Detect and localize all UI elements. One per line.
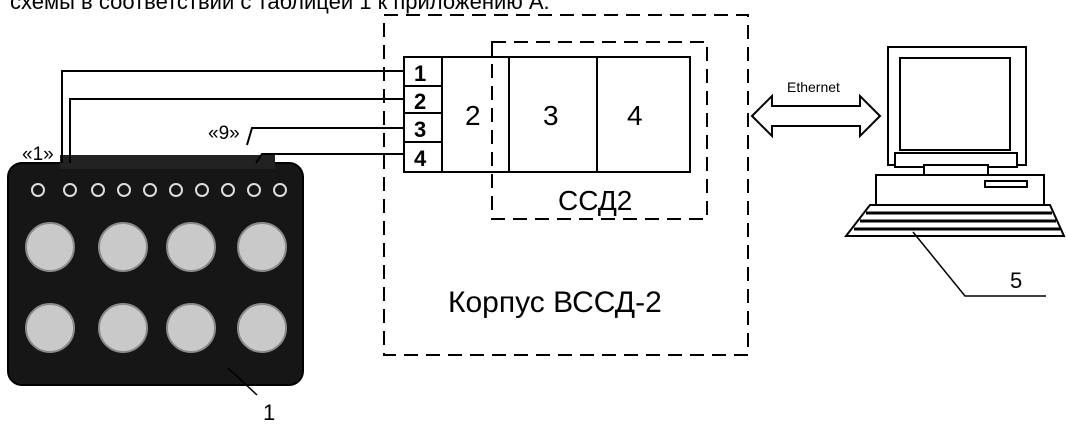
system-unit [875, 174, 1045, 206]
connector-socket [247, 183, 261, 197]
channel-first-label: «1» [22, 144, 54, 165]
wire-2 [69, 98, 404, 163]
knob [166, 222, 216, 272]
computer [843, 46, 1066, 237]
channel-last-label: «9» [208, 123, 240, 144]
wire-1 [61, 70, 404, 163]
ethernet-arrow: Ethernet [750, 79, 882, 139]
connector-socket [31, 183, 45, 197]
module-3: 3 [543, 100, 559, 131]
double-arrow-icon [750, 93, 882, 139]
wire-4 [255, 153, 404, 164]
connector-socket [169, 183, 183, 197]
instrument-callout-line [227, 367, 258, 396]
connector-socket [91, 183, 105, 197]
knob [166, 303, 216, 353]
ethernet-label: Ethernet [787, 79, 840, 95]
connector-socket [63, 183, 77, 197]
module-4: 4 [627, 100, 643, 131]
monitor-screen [899, 57, 1011, 151]
knob [98, 303, 148, 353]
housing-frame [383, 14, 749, 356]
connector-row [31, 183, 287, 197]
terminal-3: 3 [414, 117, 426, 142]
computer-callout: 5 [1010, 268, 1022, 293]
knob [237, 303, 287, 353]
knob [25, 303, 75, 353]
knob [98, 222, 148, 272]
modules-frame [441, 56, 691, 173]
knob [25, 222, 75, 272]
knob [237, 222, 287, 272]
instrument-device: «1» «9» [7, 123, 304, 386]
terminal-2: 2 [414, 89, 426, 114]
instrument-callout: 1 [263, 400, 275, 425]
connector-socket [221, 183, 235, 197]
computer-callout-line [912, 231, 1046, 297]
connector-socket [143, 183, 157, 197]
housing-label: Корпус ВССД-2 [448, 286, 662, 319]
terminal-block: 1 2 3 4 [403, 56, 443, 173]
knob-grid [25, 222, 287, 353]
instrument-top-strip [60, 155, 275, 169]
module-2: 2 [465, 100, 481, 131]
terminal-4: 4 [414, 146, 427, 171]
ssd-frame [491, 41, 708, 220]
ssd-label: ССД2 [558, 185, 632, 216]
connector-socket [273, 183, 287, 197]
monitor-stand [923, 164, 989, 176]
connector-socket [117, 183, 131, 197]
connector-socket [195, 183, 209, 197]
signal-wires [61, 70, 404, 164]
drive-slot [984, 180, 1028, 188]
header-text: схемы в соответствии с таблицей 1 к прил… [10, 0, 550, 14]
wire-3 [246, 127, 404, 146]
terminal-1: 1 [414, 61, 426, 86]
